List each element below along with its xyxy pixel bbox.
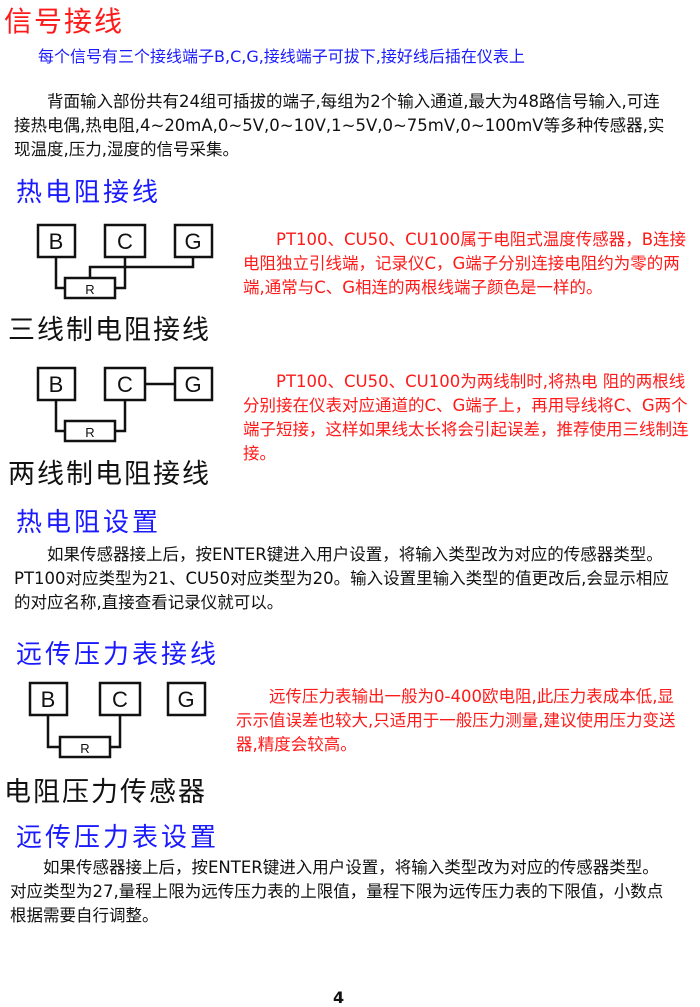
terminal-c: C xyxy=(117,229,133,254)
rtd-setup-heading: 热电阻设置 xyxy=(16,508,162,538)
subtitle: 每个信号有三个接线端子B,C,G,接线端子可拔下,接好线后插在仪表上 xyxy=(38,47,525,66)
rtd-setup-text: 如果传感器接上后，按ENTER键进入用户设置，将输入类型改为对应的传感器类型。 … xyxy=(14,545,669,612)
rtd-wiring-heading: 热电阻接线 xyxy=(16,178,162,208)
resistor-label: R xyxy=(80,741,89,756)
three-wire-note: PT100、CU50、CU100属于电阻式温度传感器，B连接电阻独立引线端，记录… xyxy=(243,230,687,297)
three-wire-diagram: B C G R xyxy=(36,223,214,300)
terminal-g: G xyxy=(177,687,194,712)
pressure-setup-heading: 远传压力表设置 xyxy=(16,823,220,853)
page-title: 信号接线 xyxy=(4,5,125,38)
terminal-b: B xyxy=(49,229,64,254)
pressure-setup-text: 如果传感器接上后，按ENTER键进入用户设置，将输入类型改为对应的传感器类型。 … xyxy=(10,858,664,925)
terminal-b: B xyxy=(41,687,56,712)
pressure-note: 远传压力表输出一般为0-400欧电阻,此压力表成本低,显示示值误差也较大,只适用… xyxy=(236,687,676,754)
pressure-wiring-heading: 远传压力表接线 xyxy=(16,640,220,670)
terminal-c: C xyxy=(112,687,128,712)
resistor-label: R xyxy=(85,425,94,440)
terminal-g: G xyxy=(184,372,201,397)
terminal-g: G xyxy=(184,229,201,254)
two-wire-note: PT100、CU50、CU100为两线制时,将热电 阻的两根线分别接在仪表对应通… xyxy=(243,372,689,463)
page-number: 4 xyxy=(333,988,345,1007)
two-wire-diagram: B C G R xyxy=(36,366,214,443)
terminal-c: C xyxy=(117,372,133,397)
terminal-b: B xyxy=(49,372,64,397)
pressure-diagram-label: 电阻压力传感器 xyxy=(4,777,207,808)
intro-paragraph: 背面输入部份共有24组可插拔的端子,每组为2个输入通道,最大为48路信号输入,可… xyxy=(14,92,665,159)
resistor-label: R xyxy=(85,282,94,297)
three-wire-label: 三线制电阻接线 xyxy=(8,315,211,346)
pressure-diagram: B C G R xyxy=(28,681,207,759)
two-wire-label: 两线制电阻接线 xyxy=(8,459,211,490)
